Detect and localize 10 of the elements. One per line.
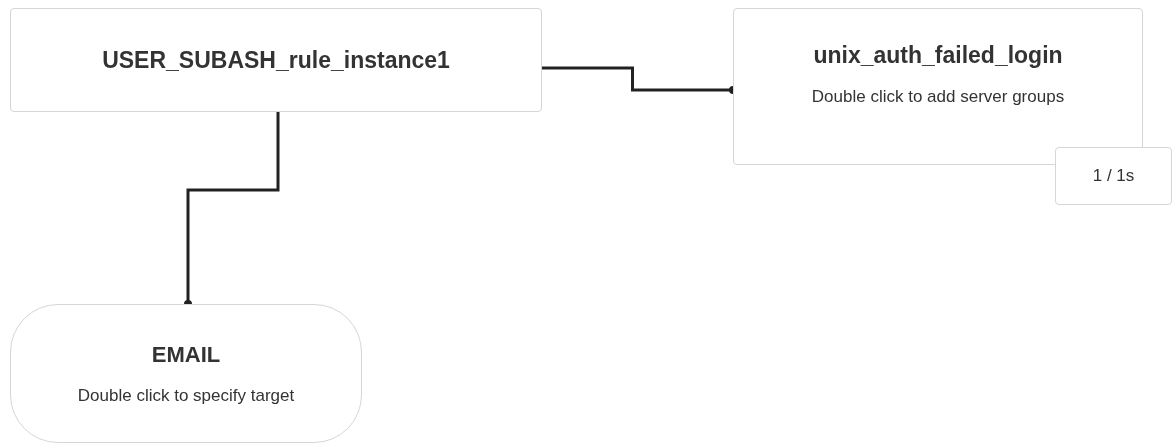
- node-box: [10, 304, 362, 443]
- node-hint: Double click to add server groups: [811, 87, 1065, 107]
- node-box: [10, 8, 542, 112]
- rate-text: 1 / 1s: [1092, 166, 1135, 186]
- node-hint: Double click to specify target: [77, 385, 295, 406]
- node-title: unix_auth_failed_login: [813, 42, 1063, 69]
- node-title: USER_SUBASH_rule_instance1: [102, 46, 450, 74]
- rate-box: [1055, 147, 1172, 205]
- node-title: EMAIL: [151, 341, 221, 368]
- node-box: [733, 8, 1143, 165]
